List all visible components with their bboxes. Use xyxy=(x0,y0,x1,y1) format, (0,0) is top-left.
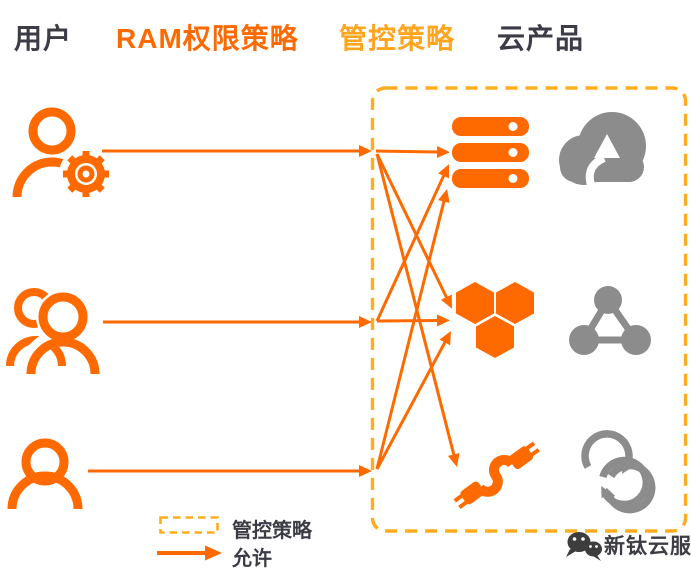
header-product-label: 云产品 xyxy=(497,23,585,54)
legend-dashed-box xyxy=(159,516,219,534)
network-nodes-icon xyxy=(569,286,651,355)
wechat-icon xyxy=(566,532,602,561)
sync-circles-icon xyxy=(581,430,656,514)
hexagon-cluster-icon xyxy=(456,282,534,358)
cloud-upload-icon xyxy=(559,112,646,187)
plug-icon xyxy=(453,441,540,509)
legend-control-label: 管控策略 xyxy=(232,520,312,542)
arrow-user3-hexagons xyxy=(375,331,451,470)
gear-icon xyxy=(59,147,113,201)
arrow-user2-hexagons xyxy=(376,314,450,327)
arrow-user1-servers xyxy=(375,145,450,158)
server-stack-icon xyxy=(452,117,529,188)
arrow-user2-servers xyxy=(375,164,450,322)
header-users-label: 用户 xyxy=(14,23,73,54)
allow-arrows-entry xyxy=(88,145,372,477)
header-ram-label: RAM权限策略 xyxy=(116,23,299,54)
watermark-brand: 新钛云服 xyxy=(604,535,691,558)
control-policy-boundary xyxy=(370,86,688,533)
user-icon xyxy=(7,436,83,510)
allow-arrows-fan xyxy=(375,145,460,470)
header-control-label: 管控策略 xyxy=(339,23,456,54)
legend-allow-label: 允许 xyxy=(232,548,272,570)
arrow-user3-servers xyxy=(375,188,450,470)
admin-user-icon xyxy=(12,106,113,201)
arrow-user1-hexagons xyxy=(375,153,453,309)
user-group-icon xyxy=(6,288,108,375)
arrow-user1-plug xyxy=(375,153,460,468)
